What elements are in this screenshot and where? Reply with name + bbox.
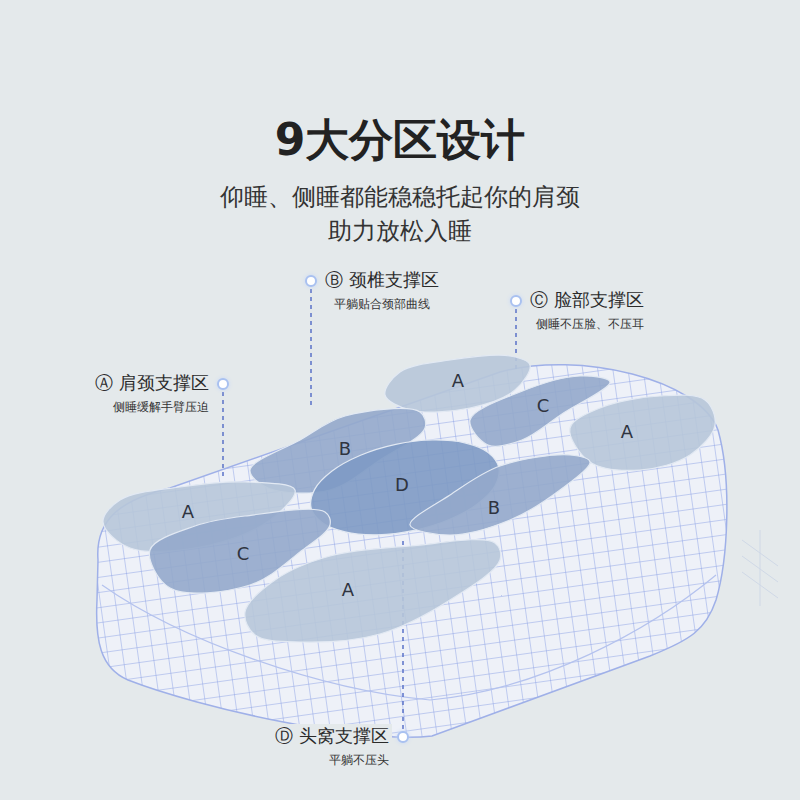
zone-pad-outline (570, 395, 715, 470)
zone-letter: A (342, 580, 354, 600)
zone-heading: Ⓑ 颈椎支撑区 (325, 268, 439, 292)
zone-callout: Ⓐ 肩颈支撑区侧睡缓解手臂压迫 (92, 371, 212, 416)
callout-dot (305, 275, 317, 287)
zone-callout: Ⓒ 脸部支撑区侧睡不压脸、不压耳 (527, 288, 647, 333)
zone-note: 平躺贴合颈部曲线 (325, 295, 439, 313)
zone-letter: C (237, 544, 250, 564)
zone-note: 侧睡不压脸、不压耳 (530, 315, 644, 333)
zone-letter: B (488, 498, 500, 518)
zone-letter: A (182, 502, 194, 522)
corner-decoration (742, 530, 778, 606)
zone-letter: C (537, 396, 550, 416)
zone-heading: Ⓓ 头窝支撑区 (275, 724, 389, 748)
zone-letter: A (621, 422, 633, 442)
pillow-body (97, 365, 727, 737)
leader-line (310, 281, 312, 409)
zone-note: 侧睡缓解手臂压迫 (95, 398, 209, 416)
zone-pad-shape (407, 452, 593, 538)
zone-callout: Ⓑ 颈椎支撑区平躺贴合颈部曲线 (322, 268, 442, 313)
callout-dot (510, 295, 522, 307)
zone-pad-outline (245, 540, 501, 643)
subtitle: 仰睡、侧睡都能稳稳托起你的肩颈 助力放松入睡 (180, 180, 620, 248)
callout-dot (217, 378, 229, 390)
zone-pad-shape (242, 540, 503, 645)
leader-line (222, 384, 224, 479)
zone-pad: B (407, 452, 593, 538)
zone-pad: A (242, 540, 503, 645)
zone-note: 平躺不压头 (275, 751, 389, 769)
zone-heading: Ⓒ 脸部支撑区 (530, 288, 644, 312)
zone-letter: B (339, 439, 351, 459)
zone-letter: A (452, 371, 464, 391)
zone-letter: D (395, 475, 409, 495)
title: 9大分区设计 (0, 112, 800, 168)
zone-pad-outline (410, 455, 590, 535)
zone-callout: Ⓓ 头窝支撑区平躺不压头 (272, 724, 392, 769)
callout-dot (397, 731, 409, 743)
zone-heading: Ⓐ 肩颈支撑区 (95, 371, 209, 395)
